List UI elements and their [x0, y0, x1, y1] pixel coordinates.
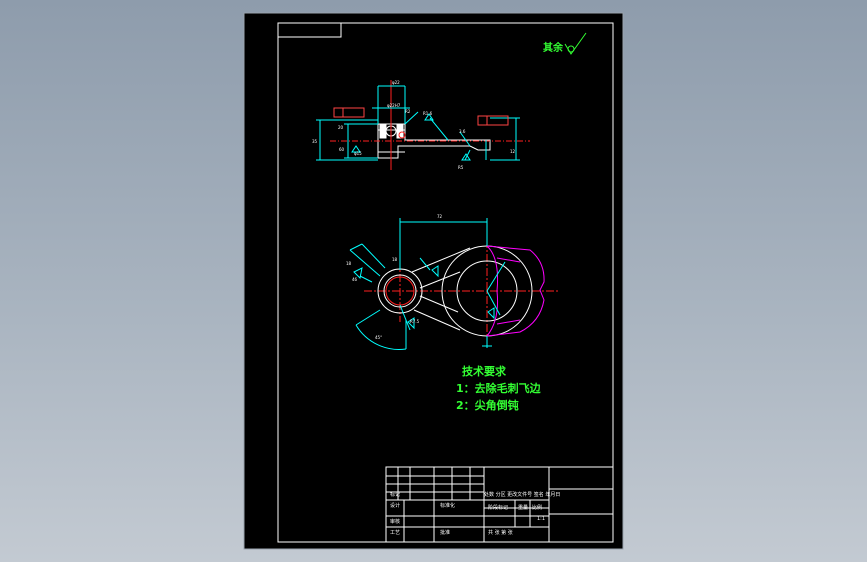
title-block-label: 阶段标记	[488, 505, 509, 511]
title-block-label: 重量	[518, 505, 529, 511]
title-block-label: 比例	[532, 505, 543, 511]
dimension-label: 18	[392, 257, 398, 262]
dimension-label: 60	[339, 147, 345, 152]
title-block-label: 处数 分区 更改文件号 签名 年月日	[484, 492, 561, 498]
title-block-label: 标记	[390, 492, 401, 498]
dimension-label: 72	[437, 214, 443, 219]
dimension-label: 3.6	[459, 129, 466, 134]
technical-requirements-title: 技术要求	[462, 365, 506, 378]
title-block-label: 工艺	[390, 530, 401, 536]
technical-requirement-item: 2：尖角倒钝	[456, 399, 519, 412]
drawing-sheet	[243, 12, 624, 550]
title-block	[385, 466, 614, 543]
title-block-scale-value: 1:1	[537, 516, 546, 522]
dimension-label: 20	[338, 125, 344, 130]
dimension-label: 35	[312, 139, 318, 144]
dimension-label: R1.6	[423, 111, 433, 116]
dimension-label: 12	[510, 149, 516, 154]
surface-finish-label: 其余	[543, 43, 563, 54]
title-block-label: 批准	[440, 530, 451, 536]
title-block-label: 共 张 第 张	[488, 530, 513, 536]
dimension-label: R2	[405, 109, 411, 114]
title-block-label: 审核	[390, 519, 401, 525]
dimension-label: 46	[352, 277, 358, 282]
technical-requirement-item: 1：去除毛刺飞边	[456, 382, 541, 395]
dimension-label: φ15	[354, 151, 362, 156]
top-view	[316, 80, 530, 170]
dimension-label: 18	[346, 261, 352, 266]
dimension-label: φ22	[392, 80, 400, 85]
drawing-number-box	[277, 22, 342, 38]
title-block-label: 标准化	[440, 503, 456, 509]
dimension-label: R7.5	[410, 319, 420, 324]
title-block-label: 设计	[390, 503, 401, 509]
surface-finish-symbol	[564, 32, 587, 55]
dimension-label: R5	[458, 165, 464, 170]
dimension-label: 45°	[375, 335, 383, 340]
front-view	[349, 218, 560, 350]
dimension-label: φ22H7	[387, 103, 401, 108]
